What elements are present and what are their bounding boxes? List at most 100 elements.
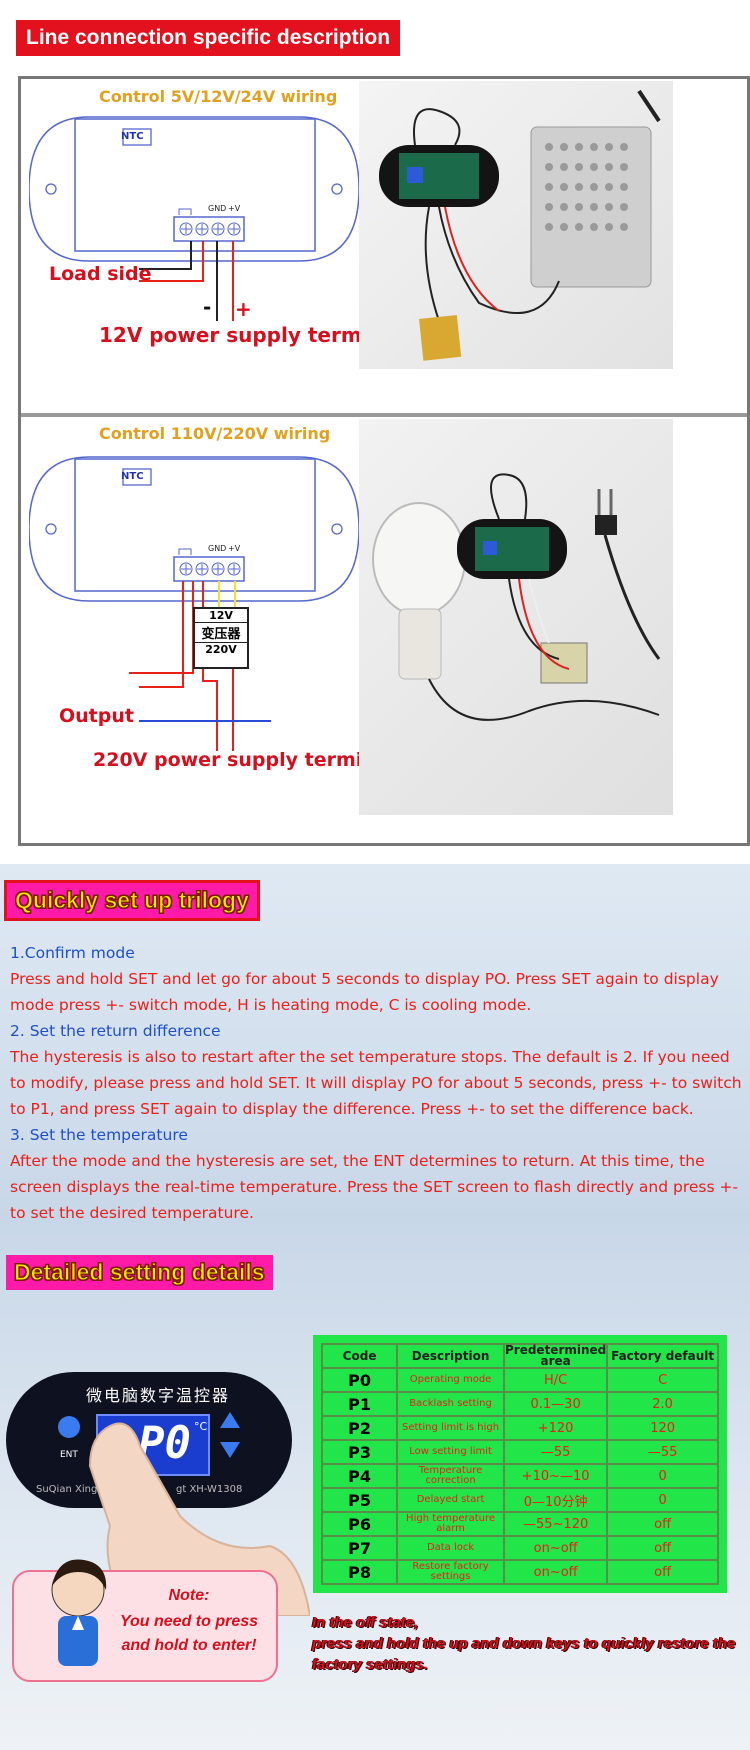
- table-header-row: Code Description Predetermined area Fact…: [320, 1343, 719, 1369]
- cell-code: P6: [320, 1511, 399, 1537]
- cell-range: +10~—10: [502, 1463, 609, 1489]
- transformer-220v: 220V: [205, 643, 237, 656]
- dc-wiring-title: Control 5V/12V/24V wiring: [99, 87, 338, 106]
- cell-default: —55: [606, 1439, 719, 1465]
- restore-line-3: factory settings.: [312, 1656, 428, 1673]
- cell-default: 120: [606, 1415, 719, 1441]
- device-brand-text: 微电脑数字温控器: [86, 1386, 231, 1405]
- cell-default: 0: [606, 1487, 719, 1513]
- header-predetermined: Predetermined area: [502, 1343, 609, 1369]
- parameter-table: Code Description Predetermined area Fact…: [320, 1343, 719, 1585]
- restore-instructions: In the off state, press and hold the up …: [312, 1612, 748, 1675]
- cell-code: P3: [320, 1439, 399, 1465]
- cell-code: P4: [320, 1463, 399, 1489]
- cell-code: P0: [320, 1367, 399, 1393]
- cell-description: Temperature correction: [396, 1463, 505, 1489]
- transformer-box: 12V 变压器 220V: [193, 607, 249, 669]
- table-row: P4 Temperature correction +10~—10 0: [320, 1463, 719, 1489]
- note-title: Note:: [168, 1587, 210, 1604]
- dc-gnd-label: GND: [208, 204, 227, 213]
- cell-default: off: [606, 1535, 719, 1561]
- table-row: P3 Low setting limit —55 —55: [320, 1439, 719, 1465]
- note-line-2: and hold to enter!: [121, 1637, 257, 1654]
- section-title-details: Detailed setting details: [6, 1255, 273, 1290]
- cell-description: Restore factory settings: [396, 1559, 505, 1585]
- step-2-text: The hysteresis is also to restart after …: [10, 1048, 742, 1118]
- ac-supply-label: 220V power supply terminal: [93, 749, 396, 771]
- table-row: P0 Operating mode H/C C: [320, 1367, 719, 1393]
- cell-default: 2.0: [606, 1391, 719, 1417]
- cell-description: Delayed start: [396, 1487, 505, 1513]
- cell-code: P7: [320, 1535, 399, 1561]
- device-unit: °C: [194, 1420, 208, 1433]
- cell-description: Data lock: [396, 1535, 505, 1561]
- dc-ntc-label: NTC: [121, 131, 144, 142]
- restore-line-1: In the off state,: [312, 1614, 419, 1631]
- cell-description: Operating mode: [396, 1367, 505, 1393]
- note-bubble: Note: You need to press and hold to ente…: [12, 1559, 278, 1682]
- step-3-text: After the mode and the hysteresis are se…: [10, 1152, 739, 1222]
- ac-photo-illustration: [372, 473, 661, 721]
- cell-default: off: [606, 1559, 719, 1585]
- cell-range: —55: [502, 1439, 609, 1465]
- table-row: P1 Backlash setting 0.1—30 2.0: [320, 1391, 719, 1417]
- dc-plusv-label: +V: [228, 204, 241, 213]
- step-3-heading: 3. Set the temperature: [10, 1126, 188, 1144]
- ac-output-label: Output: [59, 705, 134, 727]
- dc-supply-label: 12V power supply terminal: [99, 323, 404, 347]
- transformer-12v: 12V: [195, 609, 247, 623]
- up-arrow-icon: [220, 1412, 240, 1428]
- cell-range: 0—10分钟: [502, 1487, 609, 1513]
- dc-wiring-photo: [359, 81, 673, 369]
- cell-range: on~off: [502, 1535, 609, 1561]
- pointing-hand-icon: [88, 1422, 310, 1616]
- dc-wires: [139, 241, 234, 321]
- down-arrow-icon: [220, 1442, 240, 1458]
- header-description: Description: [396, 1343, 505, 1369]
- cell-description: High temperature alarm: [396, 1511, 505, 1537]
- dc-plus-label: +: [235, 297, 252, 321]
- table-row: P5 Delayed start 0—10分钟 0: [320, 1487, 719, 1513]
- dc-minus-label: -: [203, 295, 212, 319]
- step-1-heading: 1.Confirm mode: [10, 944, 135, 962]
- dc-load-side-label: Load side: [49, 263, 152, 285]
- note-line-1: You need to press: [119, 1613, 259, 1630]
- hostess-character-icon: [51, 1559, 107, 1666]
- cell-code: P5: [320, 1487, 399, 1513]
- parameter-table-frame: Code Description Predetermined area Fact…: [313, 1335, 727, 1593]
- table-row: P2 Setting limit is high +120 120: [320, 1415, 719, 1441]
- cell-range: on~off: [502, 1559, 609, 1585]
- cell-description: Low setting limit: [396, 1439, 505, 1465]
- section-title-wiring: Line connection specific description: [16, 20, 401, 56]
- ac-controller-diagram: [29, 456, 359, 602]
- table-row: P8 Restore factory settings on~off off: [320, 1559, 719, 1585]
- device-ent-label: ENT: [60, 1450, 78, 1460]
- cell-description: Backlash setting: [396, 1391, 505, 1417]
- ac-plusv-label: +V: [228, 544, 241, 553]
- wiring-panel: Control 5V/12V/24V wiring NTC GND +V Loa…: [18, 76, 750, 846]
- restore-line-2: press and hold the up and down keys to q…: [312, 1635, 736, 1652]
- cell-default: off: [606, 1511, 719, 1537]
- header-factory-default: Factory default: [606, 1343, 719, 1369]
- section-title-trilogy: Quickly set up trilogy: [4, 880, 260, 921]
- cell-range: —55~120: [502, 1511, 609, 1537]
- ac-wiring-title: Control 110V/220V wiring: [99, 424, 331, 443]
- cell-default: C: [606, 1367, 719, 1393]
- trilogy-title-text: Quickly set up trilogy: [4, 880, 260, 921]
- step-1-text: Press and hold SET and let go for about …: [10, 970, 719, 1014]
- ac-ntc-label: NTC: [121, 471, 144, 482]
- table-row: P7 Data lock on~off off: [320, 1535, 719, 1561]
- header-code: Code: [320, 1343, 399, 1369]
- cell-range: +120: [502, 1415, 609, 1441]
- cell-range: 0.1—30: [502, 1391, 609, 1417]
- details-title-text: Detailed setting details: [6, 1255, 273, 1290]
- transformer-label: 变压器: [195, 623, 247, 643]
- device-maker: SuQian Xing: [36, 1484, 98, 1495]
- device-set-button-icon: [58, 1416, 80, 1438]
- cell-default: 0: [606, 1463, 719, 1489]
- device-model: gt XH-W1308: [176, 1484, 243, 1495]
- cell-description: Setting limit is high: [396, 1415, 505, 1441]
- setup-steps: 1.Confirm mode Press and hold SET and le…: [10, 940, 745, 1226]
- dc-photo-illustration: [379, 89, 661, 361]
- ac-wiring-photo: [359, 419, 673, 815]
